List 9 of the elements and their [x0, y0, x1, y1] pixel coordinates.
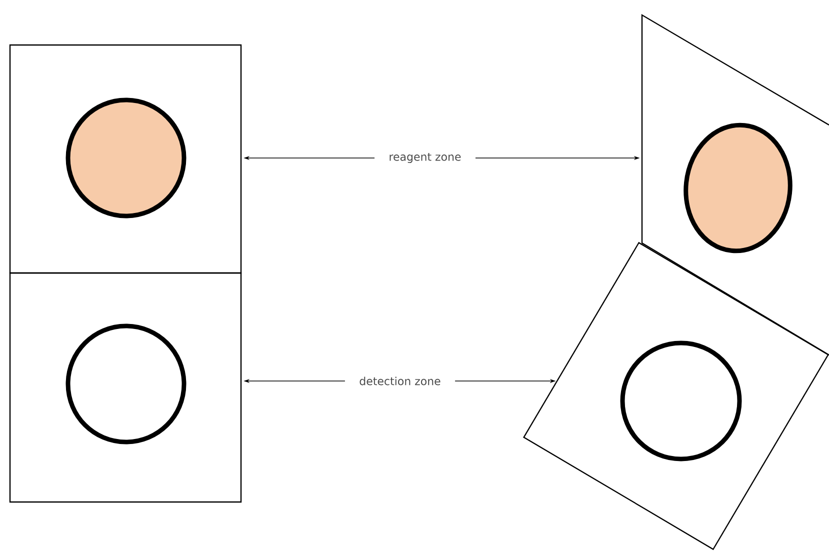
zone-label: reagent zone	[390, 153, 461, 163]
zone-square	[9, 272, 242, 503]
zone-label: detection zone	[360, 376, 440, 386]
folded-panel	[641, 14, 829, 356]
zone-circle	[66, 98, 186, 218]
zone-circle	[66, 324, 186, 444]
zone-square	[9, 44, 242, 274]
zone-circle	[684, 122, 792, 254]
zone-circle	[620, 340, 742, 462]
